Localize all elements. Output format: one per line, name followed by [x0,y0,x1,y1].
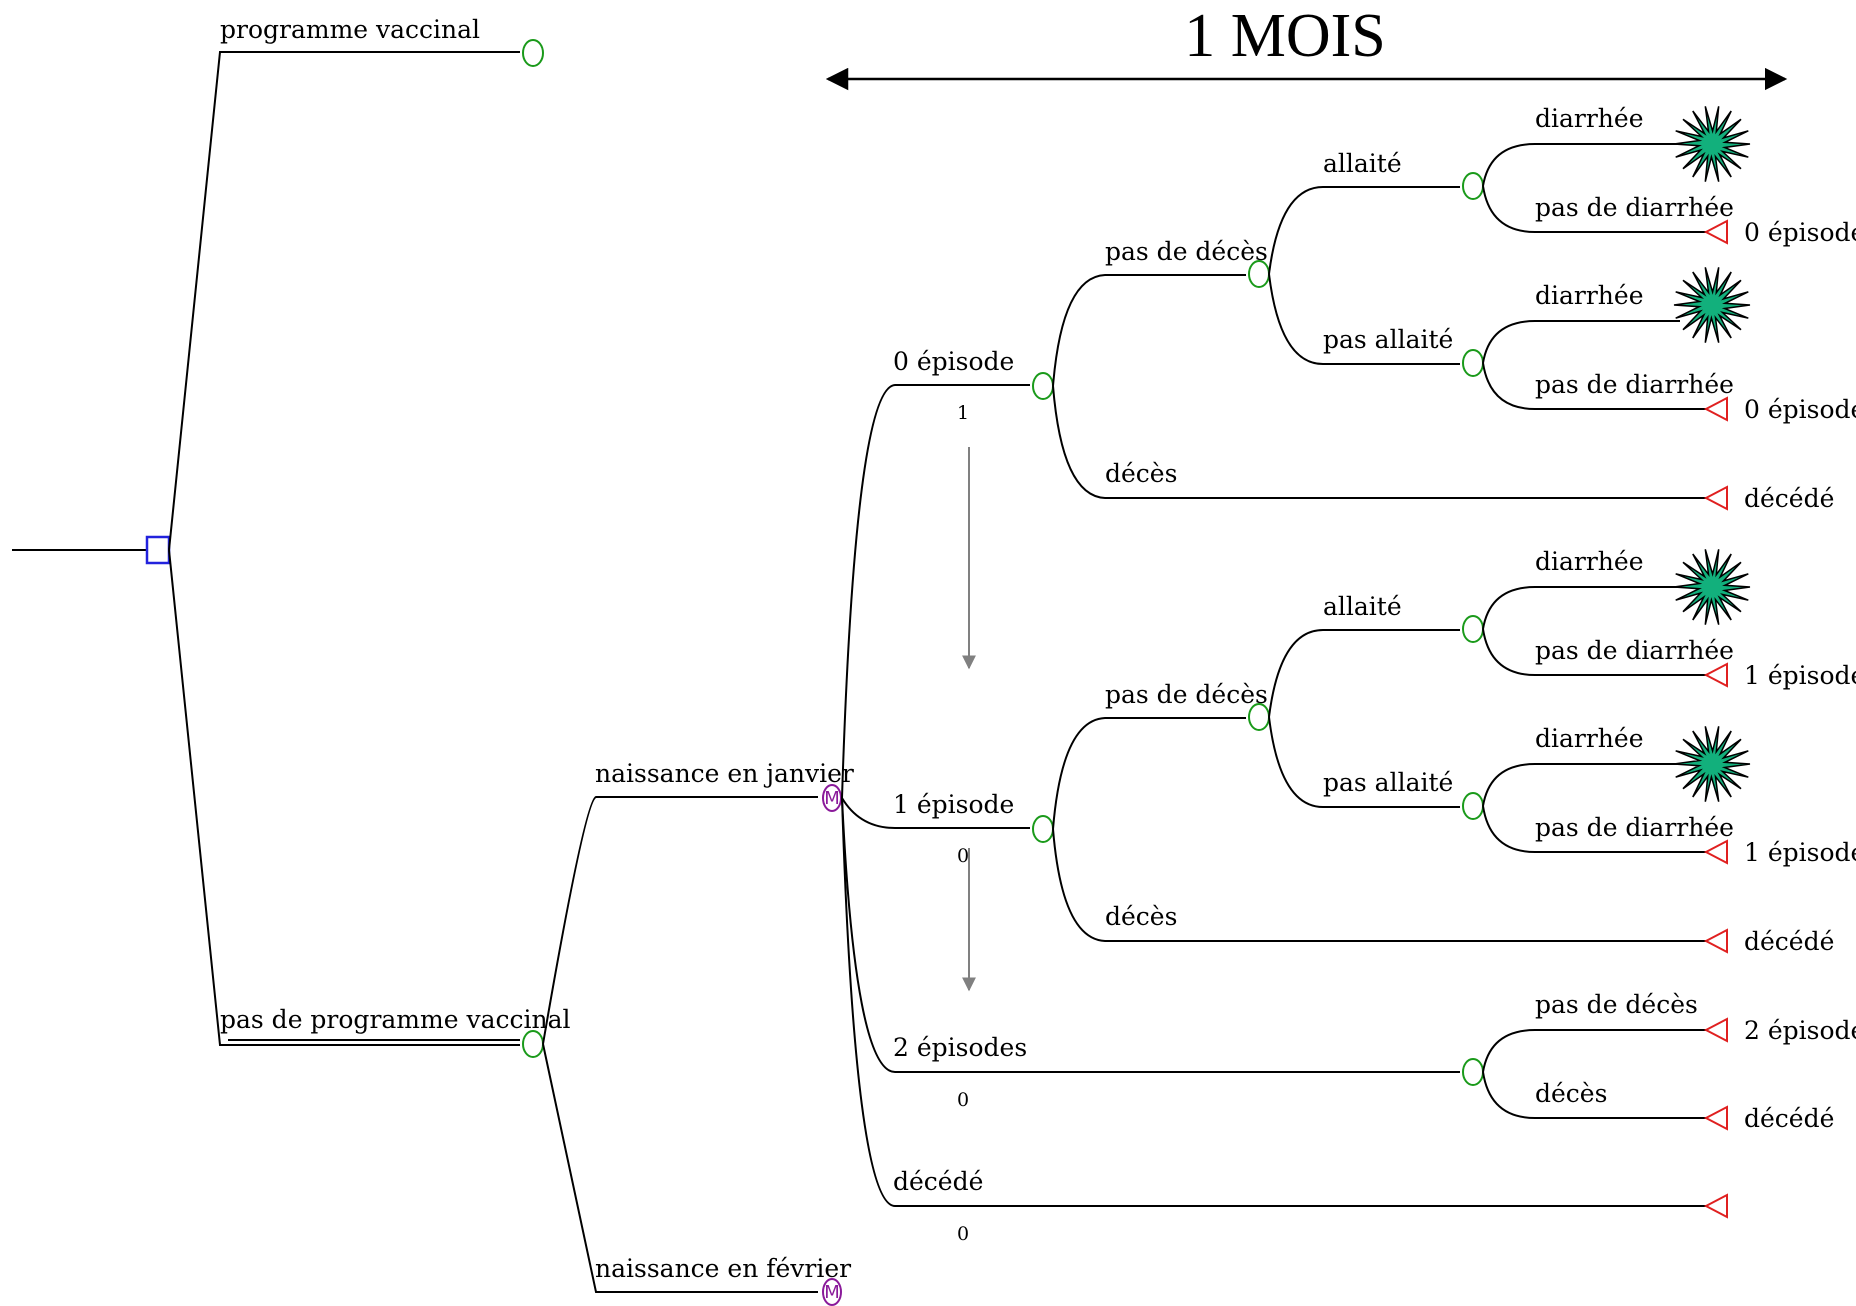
label-not-breastfed: pas allaité [1323,768,1453,797]
terminal-label: 1 épisode [1744,661,1856,690]
terminal-node[interactable] [1703,485,1728,511]
label-no-diarrhea: pas de diarrhée [1535,813,1734,842]
terminal-node[interactable] [1703,1017,1728,1043]
state-probability: 0 [957,845,969,867]
branch-no-diarrhea [1482,628,1706,676]
label-death: décès [1105,459,1177,488]
branch-diarrhea [1482,143,1680,187]
label-breastfed: allaité [1323,592,1402,621]
branch-not-breastfed [1268,273,1460,365]
chance-node-not-breastfed[interactable] [1462,349,1484,377]
branch-state-2 [841,797,1460,1073]
label-no-vaccine: pas de programme vaccinal [220,1005,570,1034]
branch-state-dead [841,797,1706,1207]
terminal-node[interactable] [1703,1105,1728,1131]
chance-node-state-0[interactable] [1032,372,1054,400]
state-label: décédé [893,1167,983,1196]
label-death: décès [1105,902,1177,931]
branch-not-breastfed [1268,716,1460,808]
terminal-label: décédé [1744,484,1834,513]
branch-diarrhea [1482,320,1680,364]
terminal-label: 1 épisode [1744,838,1856,867]
chance-node-state-2[interactable] [1462,1058,1484,1086]
branch-death [1482,1071,1706,1119]
branch-no-death [1052,274,1246,387]
branch-death [1052,828,1706,942]
markov-symbol: M [824,788,840,809]
terminal-node[interactable] [1703,396,1728,422]
label-no-death: pas de décès [1535,990,1698,1019]
label-breastfed: allaité [1323,149,1402,178]
markov-node-january[interactable] [822,784,842,812]
terminal-label: 0 épisode [1744,395,1856,424]
terminal-node[interactable] [1703,1193,1728,1219]
state-probability: 0 [957,1223,969,1245]
terminal-label: 0 épisode [1744,218,1856,247]
chance-node-no-death[interactable] [1248,703,1270,731]
state-label: 0 épisode [893,347,1014,376]
label-diarrhea: diarrhée [1535,724,1644,753]
chance-node-not-breastfed[interactable] [1462,792,1484,820]
branch-diarrhea [1482,586,1680,630]
terminal-node[interactable] [1703,928,1728,954]
branch-no-diarrhea [1482,362,1706,410]
terminal-node[interactable] [1703,219,1728,245]
terminal-node[interactable] [1703,662,1728,688]
chance-node-vaccine[interactable] [522,39,544,67]
branch-no-death [1482,1029,1706,1073]
chance-node-no-death[interactable] [1248,260,1270,288]
chance-node-breastfed[interactable] [1462,172,1484,200]
branch-breastfed [1268,629,1460,718]
label-no-diarrhea: pas de diarrhée [1535,193,1734,222]
state-label: 1 épisode [893,790,1014,819]
branch-no-diarrhea [1482,185,1706,233]
markov-symbol: M [824,1282,840,1303]
markov-node-february[interactable] [822,1278,842,1306]
branch-no-vaccine [168,549,520,1046]
label-vaccine: programme vaccinal [220,15,480,44]
label-not-breastfed: pas allaité [1323,325,1453,354]
label-death: décès [1535,1079,1607,1108]
label-no-death: pas de décès [1105,237,1268,266]
diarrhea-star-icon [1673,106,1751,182]
diarrhea-star-icon [1673,726,1751,802]
state-probability: 1 [957,402,969,424]
label-no-death: pas de décès [1105,680,1268,709]
branch-january [542,796,818,1045]
diarrhea-star-icon [1673,267,1751,343]
branch-february [542,1043,818,1293]
branch-vaccine [168,51,520,551]
branch-breastfed [1268,186,1460,275]
label-diarrhea: diarrhée [1535,281,1644,310]
branch-diarrhea [1482,763,1680,807]
branch-no-diarrhea [1482,805,1706,853]
label-no-diarrhea: pas de diarrhée [1535,370,1734,399]
branch-state-1 [841,797,1030,829]
label-february: naissance en février [595,1254,851,1283]
terminal-label: décédé [1744,927,1834,956]
label-diarrhea: diarrhée [1535,547,1644,576]
branch-state-0 [841,384,1030,799]
state-label: 2 épisodes [893,1033,1027,1062]
terminal-label: décédé [1744,1104,1834,1133]
time-span-title: 1 MOIS [1184,2,1386,70]
branch-death [1052,385,1706,499]
terminal-node[interactable] [1703,839,1728,865]
chance-node-breastfed[interactable] [1462,615,1484,643]
label-diarrhea: diarrhée [1535,104,1644,133]
decision-node[interactable] [145,535,171,565]
label-january: naissance en janvier [595,759,854,788]
state-probability: 0 [957,1089,969,1111]
chance-node-no-vaccine[interactable] [522,1030,544,1058]
chance-node-state-1[interactable] [1032,815,1054,843]
terminal-label: 2 épisodes [1744,1016,1856,1045]
diarrhea-star-icon [1673,549,1751,625]
branch-no-death [1052,717,1246,830]
label-no-diarrhea: pas de diarrhée [1535,636,1734,665]
